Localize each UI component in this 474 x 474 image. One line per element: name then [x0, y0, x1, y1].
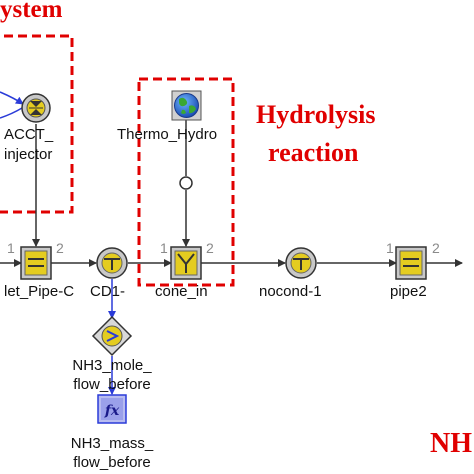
nh3-mass-label-line1: NH3_mass_ — [70, 435, 154, 452]
corner-annotation: NH — [430, 428, 472, 459]
thermo-label: Thermo_Hydro — [117, 126, 218, 143]
cone-in-port-out: 2 — [206, 240, 214, 256]
reaction-annotation: reaction — [268, 138, 359, 167]
svg-text:fx: fx — [104, 403, 120, 419]
nocond-label: nocond-1 — [259, 283, 322, 300]
cone-in-label: cone_in — [155, 283, 208, 300]
pipe-box-icon[interactable] — [20, 246, 52, 280]
pipe2-label: pipe2 — [390, 283, 427, 300]
nh3-mole-label-line2: flow_before — [73, 376, 151, 393]
acct-label-line2: injector — [4, 146, 53, 163]
signal-link-acct[interactable] — [0, 91, 24, 105]
connector-node[interactable] — [179, 176, 193, 190]
function-fx-icon[interactable]: fx — [97, 394, 127, 424]
cone-junction-icon[interactable] — [170, 246, 202, 280]
nh3-mass-label-line2: flow_before — [73, 454, 151, 471]
pipe-box-icon-pipe2[interactable] — [395, 246, 427, 280]
hydrolysis-annotation: Hydrolysis — [256, 100, 376, 129]
inlet-pipe-port-out: 2 — [56, 240, 64, 256]
nh3-mole-label-line1: NH3_mole_ — [72, 357, 152, 374]
sensor-diamond-icon[interactable] — [91, 315, 133, 357]
system-dashed-box — [0, 34, 74, 214]
inlet-pipe-label: let_Pipe-C — [4, 283, 75, 300]
hydrolysis-dashed-box — [137, 77, 235, 287]
globe-icon[interactable] — [171, 90, 202, 121]
pipe2-port-out: 2 — [432, 240, 440, 256]
signal-link-acct-lower[interactable] — [0, 107, 23, 119]
port-label-left: 1 — [7, 240, 15, 256]
valve-circle-icon[interactable] — [21, 93, 51, 123]
node-circle-icon-nocond[interactable] — [285, 247, 317, 279]
cd1-label: CD1- — [90, 283, 126, 300]
pipe2-port-in: 1 — [386, 240, 394, 256]
acct-label-line1: ACCT_ — [4, 126, 54, 143]
system-annotation: ystem — [0, 0, 63, 23]
node-circle-icon[interactable] — [96, 247, 128, 279]
cone-in-port-in: 1 — [160, 240, 168, 256]
